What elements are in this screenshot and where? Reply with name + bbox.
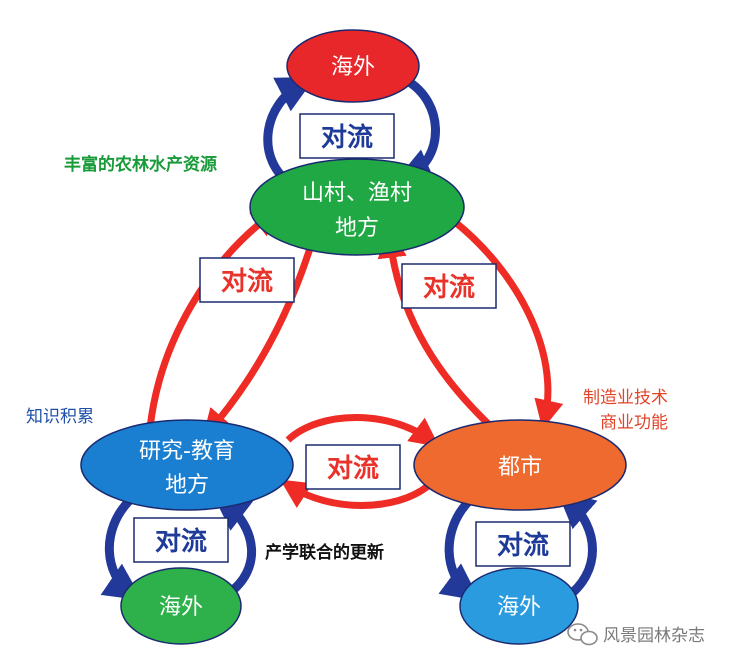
node-overseas-top-label: 海外 xyxy=(331,55,375,80)
node-research: 研究-教育 地方 xyxy=(80,419,294,511)
node-rural-shape xyxy=(249,158,465,256)
annotation-manufacturing-line2: 商业功能 xyxy=(600,413,668,433)
annotation-manufacturing-line1: 制造业技术 xyxy=(583,388,668,408)
annotation-knowledge: 知识积累 xyxy=(26,407,94,427)
rural-to-research-arrow xyxy=(202,231,319,439)
node-overseas-left-shape xyxy=(120,567,242,645)
flow-label-left: 对流 xyxy=(221,267,273,297)
flow-box-middle: 对流 xyxy=(305,444,401,490)
wechat-icon xyxy=(567,623,598,646)
flow-label-bottom-right: 对流 xyxy=(497,531,549,561)
node-research-label-line2: 地方 xyxy=(165,473,209,498)
city-to-rural-arrow xyxy=(377,228,501,436)
watermark-text: 风景园林杂志 xyxy=(603,626,705,646)
node-city-label: 都市 xyxy=(498,455,542,480)
node-research-label-line1: 研究-教育 xyxy=(139,439,235,464)
node-overseas-top-shape xyxy=(286,29,420,103)
city-to-research-arrow xyxy=(280,479,431,509)
watermark: 风景园林杂志 xyxy=(567,623,705,646)
node-rural-label-line1: 山村、渔村 xyxy=(302,181,412,206)
research-to-rural-arrow xyxy=(146,206,282,429)
annotation-industry-academia: 产学联合的更新 xyxy=(265,542,384,563)
right-loop-down-arrow xyxy=(438,496,481,602)
left-loop-up-arrow xyxy=(211,492,256,598)
flow-box-bottom-left: 对流 xyxy=(133,517,229,563)
flow-label-top: 对流 xyxy=(321,123,373,153)
flow-box-top: 对流 xyxy=(299,113,395,159)
flow-label-middle: 对流 xyxy=(327,454,379,484)
left-loop-down-arrow xyxy=(100,496,143,601)
top-loop-right-arrow xyxy=(394,76,440,185)
node-overseas-top: 海外 xyxy=(286,29,420,103)
node-overseas-right-shape xyxy=(459,567,579,645)
node-overseas-left-label: 海外 xyxy=(159,595,203,620)
node-city-shape xyxy=(413,419,627,511)
node-overseas-left: 海外 xyxy=(120,567,242,645)
rural-to-city-arrow xyxy=(452,219,564,430)
right-loop-up-arrow xyxy=(556,490,598,602)
flow-label-bottom-left: 对流 xyxy=(155,527,207,557)
node-overseas-right: 海外 xyxy=(459,567,579,645)
node-overseas-right-label: 海外 xyxy=(497,595,541,620)
research-to-city-arrow xyxy=(285,414,440,448)
node-city: 都市 xyxy=(413,419,627,511)
flow-box-bottom-right: 对流 xyxy=(475,521,571,567)
node-research-shape xyxy=(80,419,294,511)
flow-label-right: 对流 xyxy=(423,273,475,303)
node-rural-label-line2: 地方 xyxy=(335,216,379,241)
annotation-rural-resources: 丰富的农林水产资源 xyxy=(64,154,217,175)
node-rural: 山村、渔村 地方 xyxy=(249,158,465,256)
flow-box-left: 对流 xyxy=(199,257,295,303)
flow-box-right: 对流 xyxy=(401,263,497,309)
